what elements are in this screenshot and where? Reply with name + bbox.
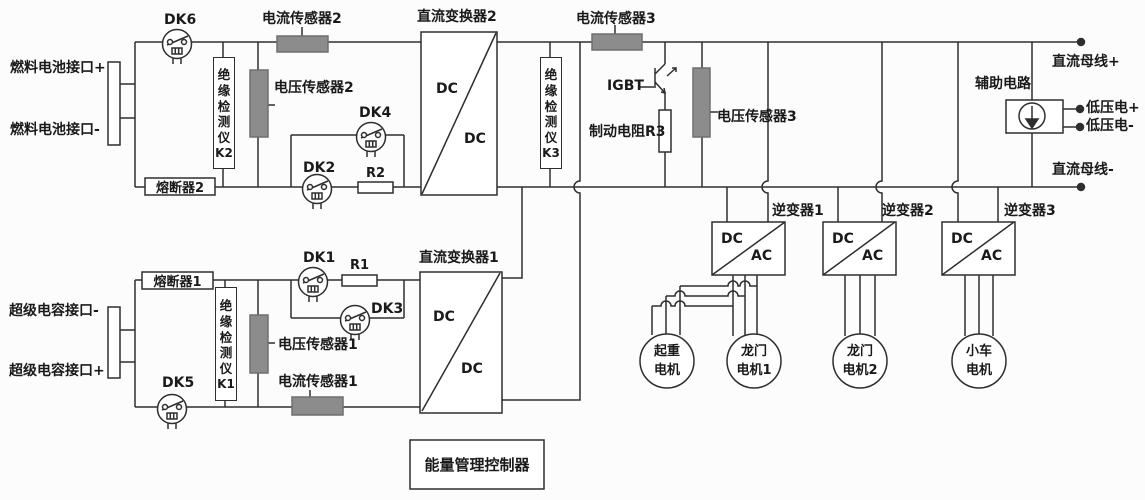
brake-resistor-r3 bbox=[658, 109, 672, 153]
r1-label: R1 bbox=[350, 258, 370, 273]
insulation-detector-k3: 绝缘检测仪 K3 bbox=[540, 57, 562, 169]
dk5-label: DK5 bbox=[162, 375, 195, 391]
dc-bus-plus-label: 直流母线+ bbox=[1052, 54, 1120, 70]
motor-gantry2-line2: 电机2 bbox=[842, 363, 878, 378]
dk1-label: DK1 bbox=[303, 250, 336, 266]
motor-trolley-label: 小车 电机 bbox=[951, 339, 1007, 383]
dc-converter-1-dc-bottom: DC bbox=[461, 361, 483, 377]
inverter-1-dc: DC bbox=[721, 231, 743, 247]
dk4-symbol bbox=[355, 121, 387, 158]
motor-gantry1-line2: 电机1 bbox=[736, 363, 772, 378]
inverter-2-box bbox=[822, 221, 897, 276]
fuel-cell-plus-label: 燃料电池接口+ bbox=[10, 60, 106, 76]
inverter-2-dc: DC bbox=[832, 231, 854, 247]
energy-controller-box bbox=[409, 439, 545, 490]
motor-gantry1-line1: 龙门 bbox=[740, 343, 767, 359]
dc-bus-plus-terminal bbox=[1076, 37, 1086, 47]
current-sensor-2 bbox=[276, 35, 329, 53]
motor-gantry2-circle bbox=[832, 333, 888, 389]
motor-gantry1-label: 龙门 电机1 bbox=[726, 339, 782, 383]
dc-bus-minus-label: 直流母线- bbox=[1052, 162, 1114, 178]
dc-converter-2-dc-bottom: DC bbox=[464, 131, 486, 147]
dc-converter-1-label: 直流变换器1 bbox=[419, 250, 499, 266]
inverter-3-box bbox=[941, 221, 1016, 276]
inverter-1-box bbox=[711, 221, 786, 276]
motor-hoist-circle bbox=[639, 333, 695, 389]
insulation-k3-text: 绝缘检测仪 bbox=[544, 67, 558, 145]
resistor-r2 bbox=[357, 181, 394, 194]
supercap-connector-bar bbox=[107, 306, 121, 379]
dk1-symbol bbox=[297, 266, 329, 303]
voltage-sensor-2-label: 电压传感器2 bbox=[274, 80, 354, 96]
insulation-k2-id: K2 bbox=[215, 145, 233, 160]
dc-converter-2-label: 直流变换器2 bbox=[417, 9, 497, 25]
motor-gantry2-label: 龙门 电机2 bbox=[832, 339, 888, 383]
resistor-r1 bbox=[341, 274, 378, 287]
fuse1-box bbox=[141, 271, 214, 290]
current-sensor-2-label: 电流传感器2 bbox=[262, 11, 342, 27]
fuse1-label: 熔断器1 bbox=[153, 275, 202, 290]
motor-hoist-line2: 电机 bbox=[653, 363, 680, 378]
supercap-minus-label: 超级电容接口- bbox=[9, 303, 99, 319]
insulation-k2-text: 绝缘检测仪 bbox=[217, 67, 231, 145]
fuel-cell-minus-label: 燃料电池接口- bbox=[10, 122, 100, 138]
dc-converter-1-dc-top: DC bbox=[433, 309, 455, 325]
dk3-symbol bbox=[339, 304, 371, 341]
dk6-symbol bbox=[161, 28, 193, 65]
inverter-2-ac: AC bbox=[862, 248, 884, 264]
inverter-3-dc: DC bbox=[951, 231, 973, 247]
inverter-3-label: 逆变器3 bbox=[1004, 203, 1056, 219]
insulation-k1-id: K1 bbox=[217, 376, 235, 391]
motor-trolley-line1: 小车 bbox=[965, 343, 992, 359]
igbt-label: IGBT bbox=[607, 78, 644, 94]
voltage-sensor-3-label: 电压传感器3 bbox=[717, 109, 797, 125]
insulation-k3-id: K3 bbox=[542, 145, 560, 160]
inverter-3-ac: AC bbox=[981, 248, 1003, 264]
supercap-plus-label: 超级电容接口+ bbox=[9, 363, 105, 379]
motor-trolley-line2: 电机 bbox=[965, 363, 992, 378]
dk2-symbol bbox=[301, 173, 333, 210]
voltage-sensor-3 bbox=[692, 67, 711, 138]
motor-gantry2-line1: 龙门 bbox=[846, 343, 873, 359]
current-sensor-1-label: 电流传感器1 bbox=[278, 374, 358, 390]
dc-converter-2-dc-top: DC bbox=[436, 81, 458, 97]
inverter-2-label: 逆变器2 bbox=[882, 203, 934, 219]
voltage-sensor-1-label: 电压传感器1 bbox=[278, 337, 358, 353]
brake-resistor-label: 制动电阻R3 bbox=[589, 124, 666, 140]
lv-minus-terminal bbox=[1075, 122, 1085, 132]
inverter-1-ac: AC bbox=[751, 248, 773, 264]
current-sensor-3-label: 电流传感器3 bbox=[576, 11, 656, 27]
aux-circuit-box bbox=[1005, 99, 1064, 134]
insulation-detector-k2: 绝缘检测仪 K2 bbox=[213, 57, 235, 169]
lv-plus-label: 低压电+ bbox=[1086, 100, 1140, 116]
motor-hoist-line1: 起重 bbox=[653, 343, 680, 359]
dk5-symbol bbox=[156, 393, 188, 430]
dc-converter-2-box bbox=[420, 31, 498, 196]
insulation-detector-k1: 绝缘检测仪 K1 bbox=[215, 287, 237, 401]
motor-hoist-label: 起重 电机 bbox=[639, 339, 695, 383]
dc-converter-1-box bbox=[419, 271, 503, 414]
fuel-cell-connector-bar bbox=[107, 61, 121, 146]
motor-trolley-circle bbox=[951, 333, 1007, 389]
lv-plus-terminal bbox=[1075, 104, 1085, 114]
lv-minus-label: 低压电- bbox=[1086, 118, 1134, 134]
voltage-sensor-1 bbox=[249, 314, 269, 374]
energy-controller-label: 能量管理控制器 bbox=[424, 456, 530, 474]
fuse2-box bbox=[144, 177, 216, 196]
current-sensor-1 bbox=[291, 396, 344, 416]
dk3-label: DK3 bbox=[371, 301, 404, 317]
aux-circuit-label: 辅助电路 bbox=[975, 76, 1031, 92]
dk2-label: DK2 bbox=[303, 160, 336, 176]
dc-bus-minus-terminal bbox=[1076, 182, 1086, 192]
dk6-label: DK6 bbox=[164, 12, 197, 28]
inverter-1-label: 逆变器1 bbox=[772, 203, 824, 219]
r2-label: R2 bbox=[366, 166, 386, 181]
current-sensor-3 bbox=[591, 33, 643, 51]
voltage-sensor-2 bbox=[249, 69, 269, 138]
fuse2-label: 熔断器2 bbox=[155, 181, 205, 196]
motor-gantry1-circle bbox=[726, 333, 782, 389]
insulation-k1-text: 绝缘检测仪 bbox=[219, 298, 233, 376]
dk4-label: DK4 bbox=[359, 105, 392, 121]
